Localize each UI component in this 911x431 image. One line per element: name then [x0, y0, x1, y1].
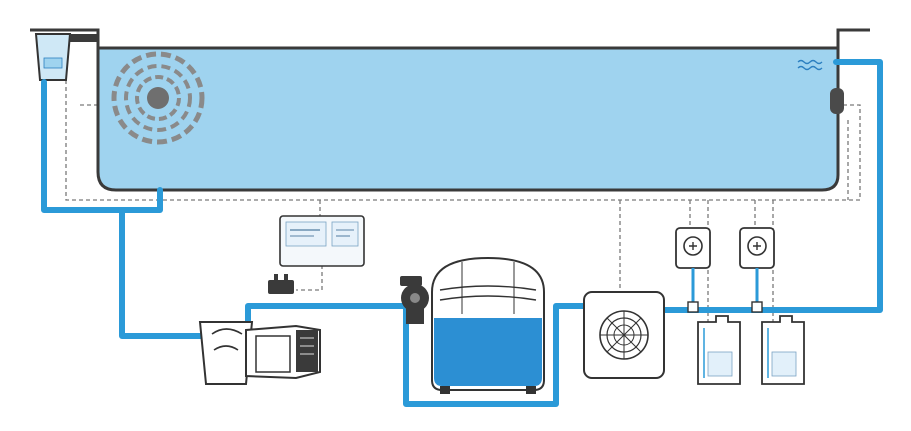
main-drain — [111, 51, 205, 145]
sand-filter — [400, 256, 545, 394]
control-unit — [268, 215, 365, 294]
chemical-tank-1 — [697, 315, 741, 385]
pool-basin — [30, 28, 870, 192]
dosing-pump-1 — [675, 227, 711, 313]
fan-icon — [599, 310, 649, 360]
plug-icon — [268, 274, 294, 294]
pump — [198, 321, 321, 385]
dosing-pump-2 — [739, 227, 775, 313]
heat-pump — [583, 291, 665, 379]
chemical-tank-2 — [761, 315, 805, 385]
skimmer — [34, 33, 98, 81]
water-level-icon — [797, 59, 823, 71]
return-inlet — [830, 88, 844, 114]
multiport-valve-icon — [400, 276, 429, 324]
